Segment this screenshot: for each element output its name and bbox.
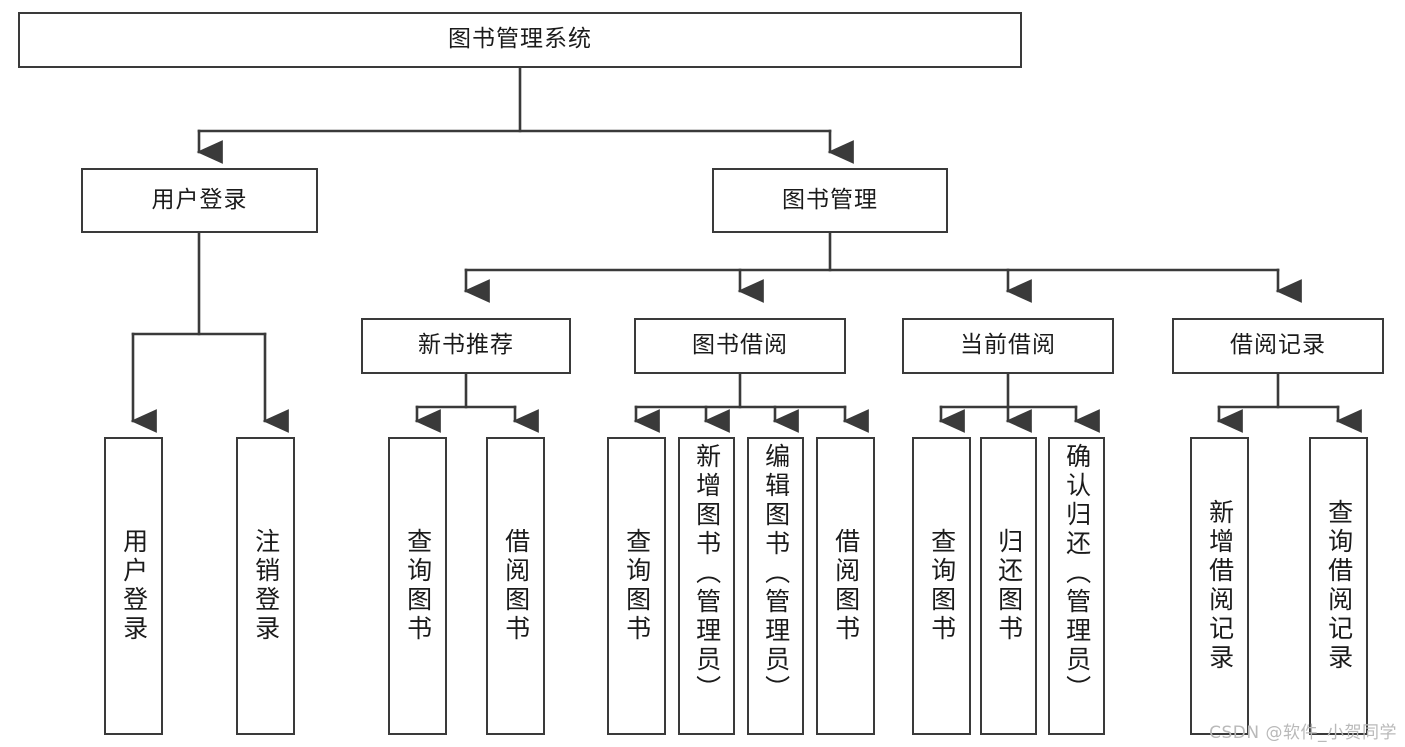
node-book-manage[interactable]: 图书管理 [712,168,948,233]
node-root-label: 图书管理系统 [448,26,592,53]
node-leaf-user-login-label: 用户登录 [119,528,149,644]
node-user-login[interactable]: 用户登录 [81,168,318,233]
node-user-login-label: 用户登录 [151,186,248,213]
node-leaf-edit-book[interactable]: 编辑图书（管理员） [747,437,804,735]
node-book-manage-label: 图书管理 [782,186,878,213]
node-leaf-user-login[interactable]: 用户登录 [104,437,163,735]
node-leaf-confirm-return[interactable]: 确认归还（管理员） [1048,437,1105,735]
node-leaf-query-book-1[interactable]: 查询图书 [388,437,447,735]
node-leaf-query-record-label: 查询借阅记录 [1324,499,1354,673]
node-leaf-logout[interactable]: 注销登录 [236,437,295,735]
node-leaf-query-book-3-label: 查询图书 [927,528,957,644]
node-borrow-record[interactable]: 借阅记录 [1172,318,1384,374]
node-leaf-return-book-label: 归还图书 [994,528,1024,644]
node-leaf-add-book-label: 新增图书（管理员） [692,443,722,704]
node-leaf-add-record-label: 新增借阅记录 [1205,499,1235,673]
node-current-borrow-label: 当前借阅 [960,332,1056,359]
node-new-book-rec[interactable]: 新书推荐 [361,318,571,374]
node-leaf-query-book-3[interactable]: 查询图书 [912,437,971,735]
node-leaf-query-book-1-label: 查询图书 [403,528,433,644]
node-leaf-borrow-book-1[interactable]: 借阅图书 [486,437,545,735]
node-leaf-query-book-2-label: 查询图书 [622,528,652,644]
node-leaf-add-record[interactable]: 新增借阅记录 [1190,437,1249,735]
node-leaf-query-record[interactable]: 查询借阅记录 [1309,437,1368,735]
node-book-borrow[interactable]: 图书借阅 [634,318,846,374]
node-leaf-logout-label: 注销登录 [251,528,281,644]
node-leaf-confirm-return-label: 确认归还（管理员） [1062,443,1092,704]
node-leaf-borrow-book-1-label: 借阅图书 [501,528,531,644]
node-leaf-add-book[interactable]: 新增图书（管理员） [678,437,735,735]
node-leaf-query-book-2[interactable]: 查询图书 [607,437,666,735]
node-leaf-borrow-book-2[interactable]: 借阅图书 [816,437,875,735]
node-book-borrow-label: 图书借阅 [692,332,788,359]
node-leaf-borrow-book-2-label: 借阅图书 [831,528,861,644]
node-leaf-edit-book-label: 编辑图书（管理员） [761,443,791,704]
node-root[interactable]: 图书管理系统 [18,12,1022,68]
csdn-watermark: CSDN @软件_小贺同学 [1209,723,1397,743]
node-borrow-record-label: 借阅记录 [1230,332,1326,359]
node-leaf-return-book[interactable]: 归还图书 [980,437,1037,735]
node-new-book-rec-label: 新书推荐 [418,332,514,359]
node-current-borrow[interactable]: 当前借阅 [902,318,1114,374]
